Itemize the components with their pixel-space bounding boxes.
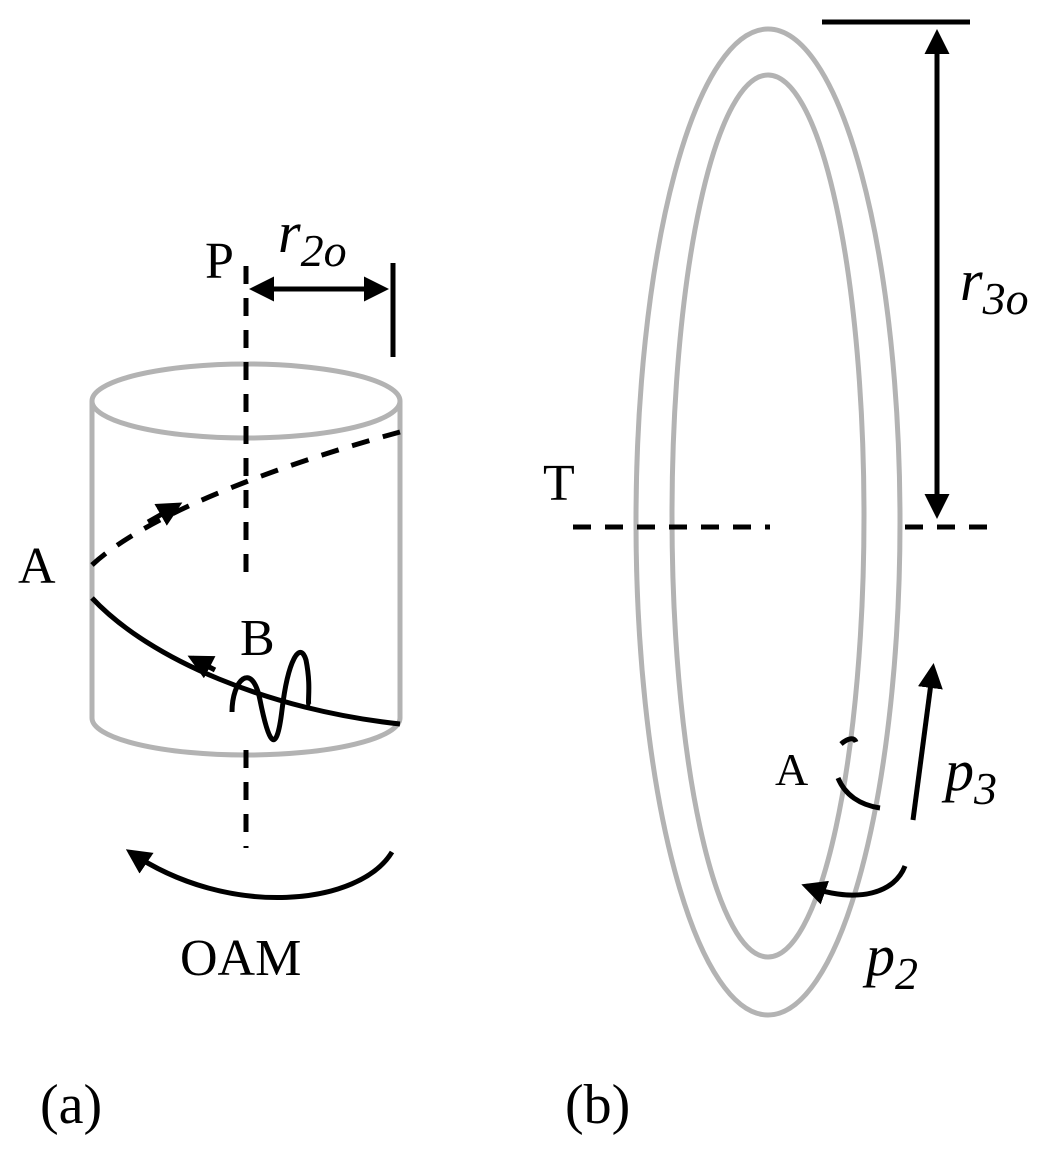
torus-outer-ellipse [633,26,903,1018]
radius-r2o-label: r2o [278,200,347,276]
radius-r3o-label: r3o [960,248,1029,324]
panel-a: P r2o A B OAM (a) [18,200,403,1136]
oam-rotation-arrow [125,849,395,900]
axis-t-label: T [543,455,575,512]
cylinder-bottom-arc [89,717,403,758]
caption-b: (b) [565,1074,630,1136]
oam-label: OAM [180,930,301,987]
p2-label: p2 [862,923,918,999]
p3-label: p3 [941,738,997,814]
p3-arrow [910,663,943,821]
radius-r3o: r3o [822,19,1029,519]
torus-helix-dashed [839,736,859,746]
axis-p-label: P [205,233,234,290]
caption-a: (a) [40,1074,102,1136]
point-b-label: B [240,610,275,667]
radius-r2o: r2o [249,200,396,357]
point-a-label: A [18,538,56,595]
wave-packet [229,650,312,742]
panel-b: T r3o A p3 p2 (b) [543,19,1029,1136]
helix-back-arrowhead [146,502,183,526]
torus-point-a-label: A [775,744,808,795]
helix-front-solid [90,596,401,727]
p2-arrow [801,864,908,905]
torus-inner-ellipse [669,72,867,960]
helix-back-dashed [90,429,401,567]
torus-helix-solid [835,776,881,811]
helix-front-arrowhead [187,655,217,679]
